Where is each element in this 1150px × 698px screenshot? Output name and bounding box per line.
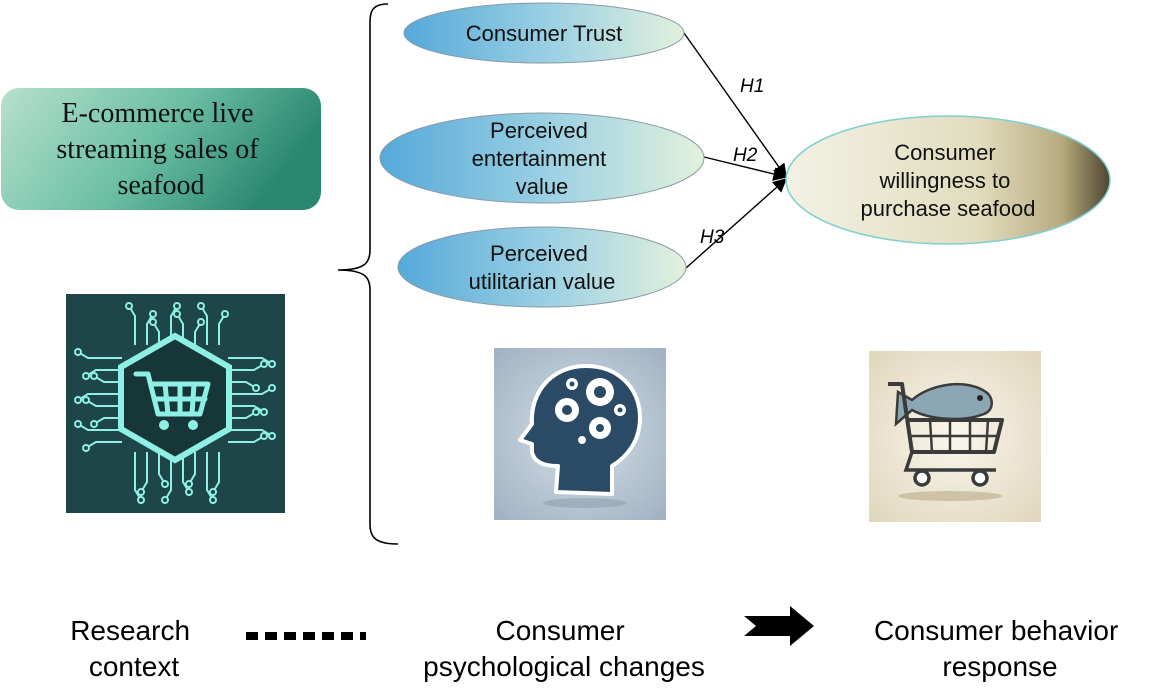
hypothesis-h1: H1 (740, 76, 764, 97)
fish-cart-icon (869, 351, 1041, 522)
svg-text:Consumer willingness to: Consumer willingness to purchase seafood (861, 140, 1036, 221)
circuit-cart-icon (66, 294, 285, 513)
circuit-node (161, 480, 169, 488)
utilitarian-label-line-1: Perceived (490, 241, 588, 266)
svg-text:Perceived entertainment: Perceived entertainment value (472, 118, 613, 199)
arrow-h3 (685, 178, 788, 269)
circuit-node (74, 420, 82, 428)
circuit-node (161, 496, 169, 504)
circuit-node (173, 310, 181, 318)
dashed-connector (246, 632, 366, 640)
circuit-node (197, 318, 205, 326)
circuit-node (209, 496, 217, 504)
circuit-node (74, 396, 82, 404)
outcome-line-3: purchase seafood (861, 196, 1036, 221)
entertainment-label-line-2: entertainment (472, 146, 607, 171)
circuit-node (252, 408, 260, 416)
circuit-node (268, 360, 276, 368)
svg-text:E-commerce live streaming: E-commerce live streaming sales of seafo… (56, 98, 265, 201)
svg-text:Consumer behavior response: Consumer behavior response (874, 615, 1126, 682)
circuit-node (173, 302, 181, 310)
hypothesis-h3: H3 (700, 227, 725, 248)
arrow-h1 (683, 32, 787, 179)
circuit-node (221, 310, 229, 318)
circuit-node (260, 432, 268, 440)
circuit-node (268, 432, 276, 440)
ellipse-consumer-trust (403, 2, 685, 64)
research-context-line-2: context (89, 651, 179, 682)
ellipse-purchase-willingness (785, 115, 1111, 245)
circuit-node (197, 302, 205, 310)
svg-text:Perceived utilitarian valu: Perceived utilitarian value (469, 241, 616, 294)
context-box (1, 88, 321, 210)
circuit-node (137, 488, 145, 496)
psych-changes-line-2: psychological changes (423, 651, 705, 682)
arrow-h2 (703, 156, 788, 181)
circuit-node (74, 348, 82, 356)
consumer-trust-label: Consumer Trust (466, 21, 623, 46)
circuit-node (209, 488, 217, 496)
circuit-node (185, 488, 193, 496)
svg-text:Consumer Trust: Consumer Trust (466, 21, 623, 46)
block-arrow (744, 606, 814, 646)
svg-text:Research context: Research context (70, 615, 198, 682)
circuit-node (90, 420, 98, 428)
ellipse-utilitarian-value (397, 226, 687, 308)
research-context-line-1: Research (70, 615, 190, 646)
behavior-response-line-2: response (942, 651, 1057, 682)
context-box-line-2: streaming sales of (56, 134, 259, 165)
head-gears-icon (494, 348, 666, 520)
behavior-response-line-1: Consumer behavior (874, 615, 1118, 646)
circuit-node (149, 310, 157, 318)
circuit-node (185, 480, 193, 488)
entertainment-label-line-3: value (516, 174, 569, 199)
curly-brace (337, 3, 399, 545)
svg-text:Consumer psychological cha: Consumer psychological changes (423, 615, 705, 682)
outcome-line-1: Consumer (894, 140, 995, 165)
circuit-node (260, 360, 268, 368)
circuit-node (82, 396, 90, 404)
circuit-node (252, 384, 260, 392)
circuit-node (268, 384, 276, 392)
circuit-node (82, 444, 90, 452)
context-box-line-1: E-commerce live (61, 98, 253, 129)
circuit-node (137, 496, 145, 504)
context-box-line-3: seafood (117, 170, 204, 201)
circuit-node (90, 372, 98, 380)
ellipse-entertainment-value (379, 112, 705, 204)
hypothesis-h2: H2 (733, 145, 758, 166)
circuit-node (82, 372, 90, 380)
circuit-node (149, 318, 157, 326)
psych-changes-line-1: Consumer (496, 615, 625, 646)
circuit-node (260, 408, 268, 416)
utilitarian-label-line-2: utilitarian value (469, 269, 616, 294)
circuit-node (125, 302, 133, 310)
entertainment-label-line-1: Perceived (490, 118, 588, 143)
outcome-line-2: willingness to (879, 168, 1011, 193)
